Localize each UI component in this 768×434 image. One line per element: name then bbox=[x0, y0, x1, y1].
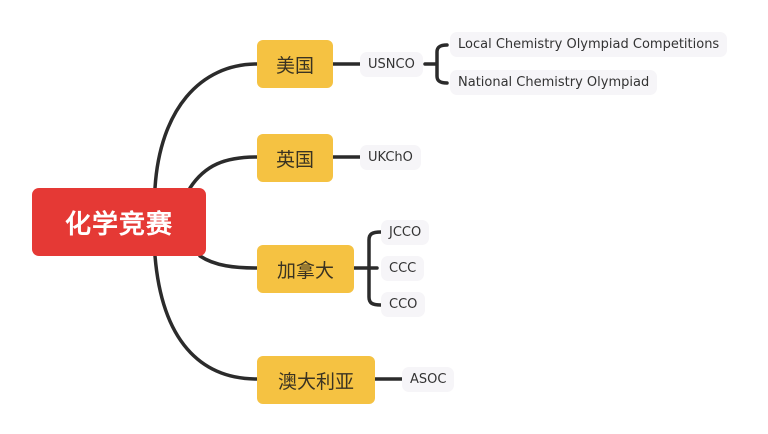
connector-root-canada bbox=[198, 254, 259, 270]
leaf-label: Local Chemistry Olympiad Competitions bbox=[458, 37, 720, 52]
country-label: 英国 bbox=[275, 148, 314, 171]
leaf-label: National Chemistry Olympiad bbox=[458, 75, 650, 90]
country-node-canada[interactable]: 加拿大 bbox=[257, 245, 354, 293]
leaf-node-jcco[interactable]: JCCO bbox=[381, 220, 430, 245]
root-label: 化学竞赛 bbox=[64, 209, 173, 240]
leaf-label: CCO bbox=[389, 297, 418, 312]
leaf-label: UKChO bbox=[368, 150, 413, 165]
country-label: 澳大利亚 bbox=[277, 370, 354, 393]
country-node-usa[interactable]: 美国 bbox=[257, 40, 333, 88]
leaf-label: CCC bbox=[389, 261, 417, 276]
connector-root-usa bbox=[153, 62, 259, 190]
connector-root-australia bbox=[153, 254, 259, 381]
connector-canada-bracket bbox=[352, 230, 383, 307]
country-label: 美国 bbox=[275, 54, 314, 77]
leaf-node-ccc[interactable]: CCC bbox=[381, 256, 425, 281]
connector-usnco-bracket bbox=[423, 43, 449, 85]
leaf-node-cco[interactable]: CCO bbox=[381, 292, 426, 317]
leaf-label: USNCO bbox=[368, 57, 415, 72]
leaf-node-national-chemistry-olympiad[interactable]: National Chemistry Olympiad bbox=[450, 70, 658, 95]
connector-root-uk bbox=[188, 155, 259, 190]
leaf-label: ASOC bbox=[410, 372, 447, 387]
country-label: 加拿大 bbox=[276, 259, 334, 282]
leaf-node-local-chemistry-olympiad[interactable]: Local Chemistry Olympiad Competitions bbox=[450, 32, 728, 57]
country-node-australia[interactable]: 澳大利亚 bbox=[257, 356, 375, 404]
leaf-label: JCCO bbox=[389, 225, 422, 240]
leaf-node-usnco[interactable]: USNCO bbox=[360, 52, 423, 77]
country-node-uk[interactable]: 英国 bbox=[257, 134, 333, 182]
root-node[interactable]: 化学竞赛 bbox=[32, 188, 206, 256]
leaf-node-asoc[interactable]: ASOC bbox=[402, 367, 455, 392]
leaf-node-ukcho[interactable]: UKChO bbox=[360, 145, 421, 170]
